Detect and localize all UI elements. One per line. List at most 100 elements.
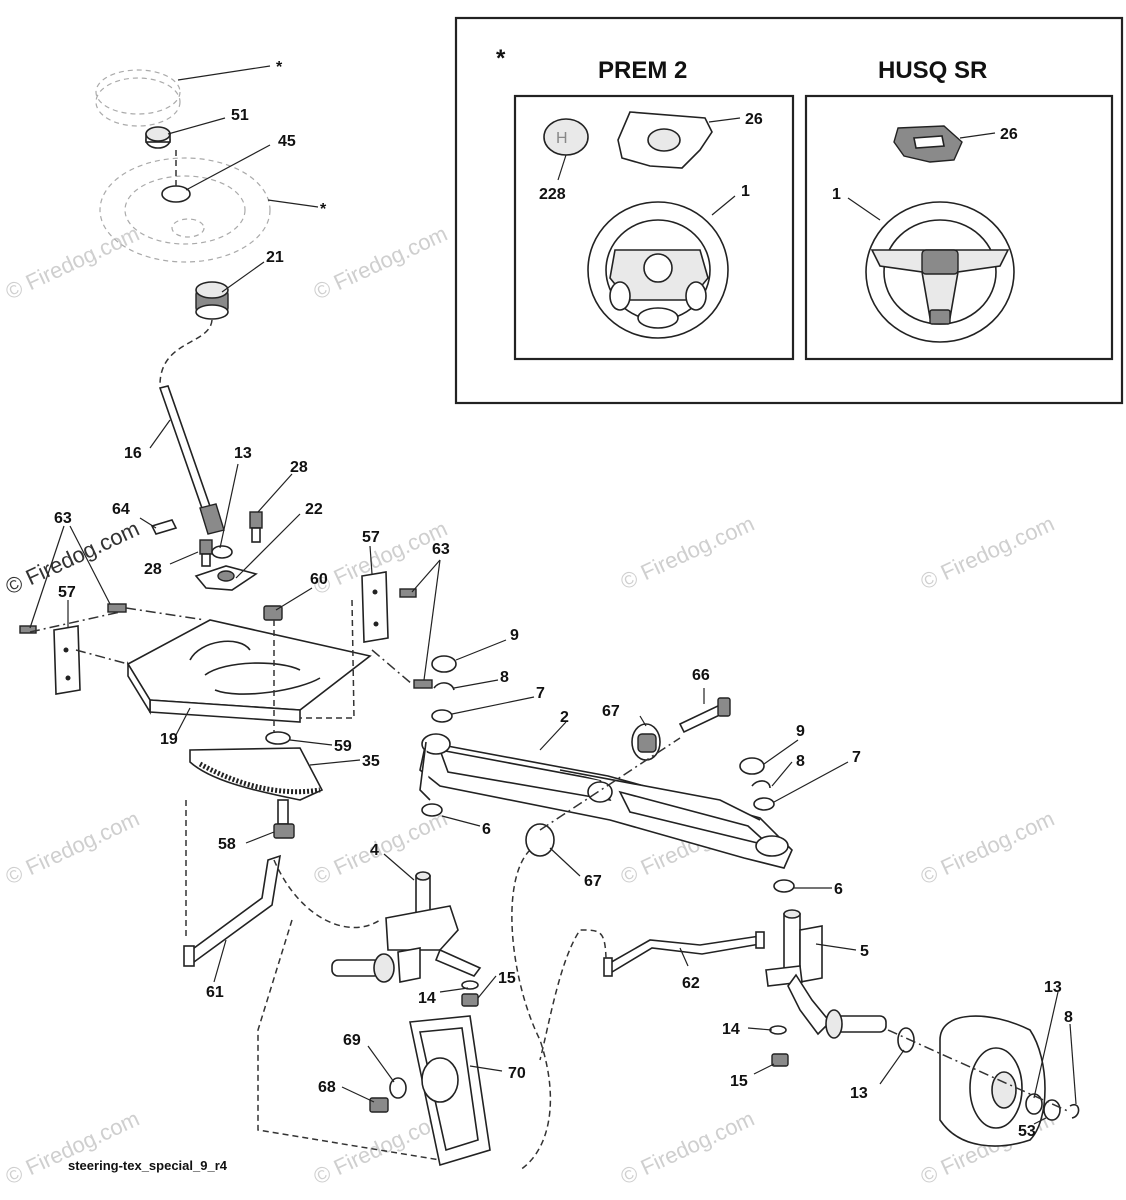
callout-label: 64 [112,501,130,518]
callout-label: 9 [510,627,519,644]
callout-label: 57 [58,584,76,601]
spindle-5 [765,909,887,1039]
callout-label: 7 [536,685,545,702]
bracket-57-right [361,571,389,643]
leader-line [708,117,741,123]
washer-13 [211,545,233,559]
bolt-28 [249,511,263,543]
cap-9 [431,655,457,673]
bolt-63 [19,625,37,634]
steering-wheel-assembly [95,69,271,535]
front-wheel [939,1015,1046,1147]
watermark: © Firedog.com [617,1106,759,1190]
callout-label: 13 [1044,979,1062,996]
spacer-67 [525,823,555,857]
callout-label: 16 [124,445,142,462]
callout-label: 7 [852,749,861,766]
leader-lines-lower-left [213,853,503,1103]
bracket-57-left [53,625,81,695]
cap-ghost [95,69,181,115]
leader-line [847,197,881,221]
washer-45 [161,185,191,203]
callout-label: 66 [692,667,710,684]
bolt-63 [399,588,417,598]
husq-hub-cover [893,125,963,163]
tie-rod-62 [606,935,761,974]
nut-51 [145,126,171,149]
watermark: © Firedog.com [2,221,144,305]
callout-label: 19 [160,731,178,748]
svg-text:H: H [556,130,568,147]
washer-53 [1043,1099,1061,1121]
washer-59 [265,731,291,745]
callout-label: 8 [1064,1009,1073,1026]
leader-line [557,154,567,181]
callout-label: 1 [741,183,750,200]
prem2-emblem: H [543,118,589,156]
steering-shaft-16 [158,385,225,535]
callout-label: 5 [860,943,869,960]
callout-label: 22 [305,501,323,518]
leader-lines-mount [29,463,441,844]
watermark: © Firedog.com [2,806,144,890]
callout-label: 26 [745,111,763,128]
callout-label: 9 [796,723,805,740]
bolt-63 [107,603,127,613]
callout-label: 6 [482,821,491,838]
callout-label: 28 [290,459,308,476]
callout-label: 8 [796,753,805,770]
washer-69 [389,1077,407,1099]
spacer-67 [631,723,661,761]
callout-label: 8 [500,669,509,686]
callout-label: 63 [54,510,72,527]
inset-star-marker: * [496,45,506,72]
lower-left-assembly [183,800,552,1171]
callout-label: 21 [266,249,284,266]
assembly-path [159,319,213,386]
watermark: © Firedog.com [2,1106,144,1190]
bolt-63 [413,679,433,689]
leader-line [711,195,736,216]
callout-label: 14 [418,990,436,1007]
callout-label: 63 [432,541,450,558]
callout-label: 228 [539,186,566,203]
callout-label: 13 [850,1085,868,1102]
pivot-bolt-66 [678,697,731,734]
bolt-28 [199,539,213,567]
leader-lines-axle [441,639,849,889]
callout-label: 15 [730,1073,748,1090]
husq-steering-wheel [865,201,1015,343]
watermark: © Firedog.com [917,511,1059,595]
wheel-ghost [99,157,271,263]
prem2-steering-wheel [587,201,729,339]
callout-label: 57 [362,529,380,546]
callout-label: 1 [832,186,841,203]
watermark: © Firedog.com [310,221,452,305]
callout-label: 51 [231,107,249,124]
steering-wheel-inset: * PREM 2 HUSQ SR H 26 228 1 [454,16,1124,405]
callout-label: 26 [1000,126,1018,143]
washer-6 [421,803,443,817]
callout-label: 61 [206,984,224,1001]
callout-label: * [320,201,327,218]
clip-64 [150,519,178,535]
callout-label: 59 [334,738,352,755]
callout-label: 14 [722,1021,740,1038]
spindle-4 [331,871,482,983]
front-axle-2 [419,655,795,893]
nut-15 [771,1053,789,1067]
washer-14 [769,1025,787,1035]
watermark: © Firedog.com [617,511,759,595]
lower-right-assembly [539,909,1080,1147]
clip-8 [1069,1103,1080,1119]
wheel-ghost [171,218,205,238]
callout-label: 60 [310,571,328,588]
cap-ghost [95,77,181,127]
washer-6 [773,879,795,893]
callout-label: 4 [370,842,379,859]
pin-8 [751,780,771,789]
callout-label: 13 [234,445,252,462]
watermark: © Firedog.com [917,806,1059,890]
callout-label: 58 [218,836,236,853]
washer-13 [897,1027,915,1053]
